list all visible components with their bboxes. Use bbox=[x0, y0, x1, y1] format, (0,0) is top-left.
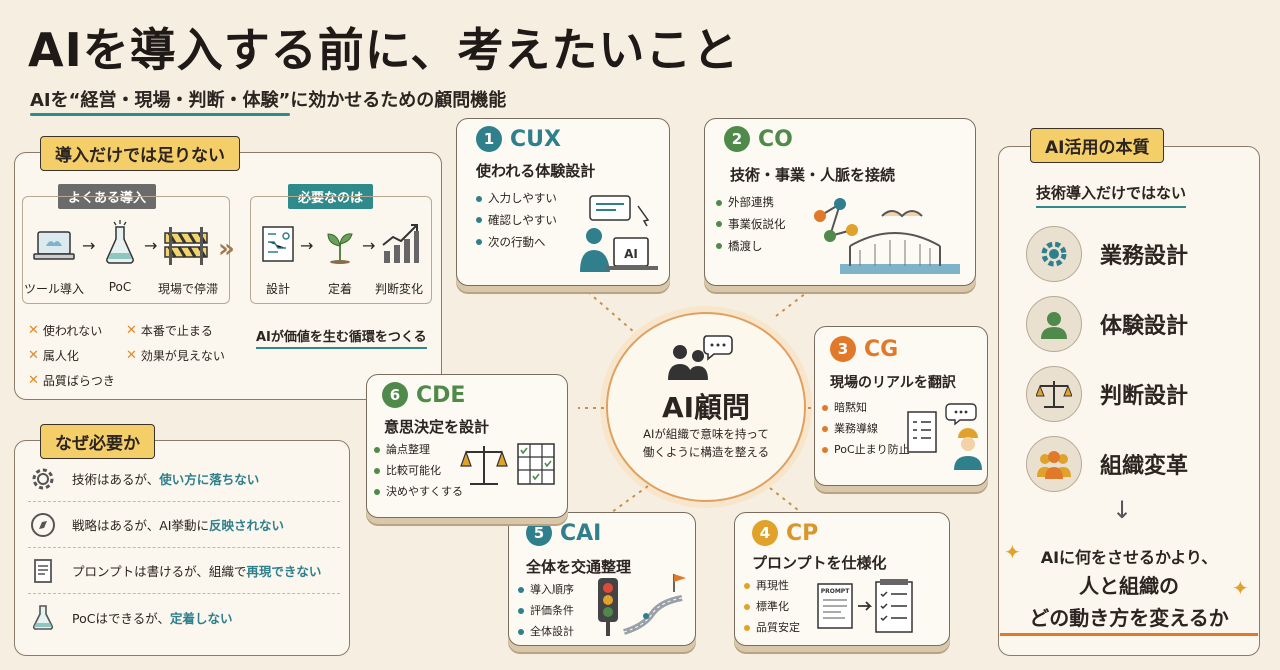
cux-number: 1 bbox=[476, 126, 502, 152]
scale-icon bbox=[1026, 366, 1082, 422]
double-chevron-icon: » bbox=[218, 234, 235, 264]
user-laptop-icon: AI bbox=[576, 192, 662, 280]
cde-bullets: 論点整理 比較可能化 決めやすくする bbox=[374, 440, 463, 503]
arrow-icon: → bbox=[82, 236, 96, 255]
cde-title: 意思決定を設計 bbox=[384, 418, 490, 436]
conclusion-line-1: AIに何をさせるかより、 bbox=[1040, 548, 1218, 567]
arrow-icon: → bbox=[300, 236, 314, 255]
cux-code: CUX bbox=[510, 126, 561, 152]
page-title: AIを導入する前に、考えたいこと bbox=[28, 23, 740, 77]
step-label: 判断変化 bbox=[374, 282, 423, 296]
problem-item: ✕効果が見えない bbox=[126, 348, 225, 363]
flask-icon bbox=[32, 605, 54, 630]
prompt-doc-label: PROMPT bbox=[821, 588, 850, 595]
step-label: PoC bbox=[108, 280, 132, 294]
prompt-checklist-icon: PROMPT bbox=[816, 578, 916, 640]
why-list: 技術はあるが、使い方に落ちない 戦略はあるが、AI挙動に反映されない プロンプト… bbox=[28, 456, 340, 640]
cp-number: 4 bbox=[752, 520, 778, 546]
cp-head: 4 CP bbox=[752, 520, 818, 546]
step-label: ツール導入 bbox=[23, 282, 84, 296]
cai-title: 全体を交通整理 bbox=[526, 558, 632, 576]
cg-head: 3 CG bbox=[830, 336, 898, 362]
co-number: 2 bbox=[724, 126, 750, 152]
document-icon bbox=[34, 558, 52, 583]
common-intro-box bbox=[22, 196, 230, 304]
conclusion-line-3: どの動き方を変えるか bbox=[1000, 602, 1258, 636]
co-bullets: 外部連携 事業仮説化 橋渡し bbox=[716, 192, 786, 258]
cde-head: 6 CDE bbox=[382, 382, 465, 408]
cai-head: 5 CAI bbox=[526, 520, 601, 546]
step-label: 設計 bbox=[265, 282, 290, 296]
essence-item: 判断設計 bbox=[1026, 366, 1188, 422]
gear-icon bbox=[1026, 226, 1082, 282]
cycle-text: AIが価値を生む循環をつくる bbox=[256, 326, 427, 349]
group-icon bbox=[1026, 436, 1082, 492]
why-tag: なぜ必要か bbox=[40, 424, 155, 459]
cux-bullets: 入力しやすい 確認しやすい 次の行動へ bbox=[476, 188, 557, 254]
barrier-icon bbox=[160, 222, 212, 268]
blueprint-icon bbox=[258, 222, 298, 266]
compass-icon bbox=[31, 512, 55, 537]
network-bridge-icon bbox=[800, 186, 970, 286]
insufficient-tag: 導入だけでは足りない bbox=[40, 136, 240, 171]
sparkle-icon: ✦ bbox=[1004, 540, 1021, 564]
cg-number: 3 bbox=[830, 336, 856, 362]
essence-item: 業務設計 bbox=[1026, 226, 1188, 282]
problem-item: ✕本番で止まる bbox=[126, 323, 213, 338]
needed-box bbox=[250, 196, 432, 304]
growth-chart-icon bbox=[378, 220, 422, 266]
step-label: 定着 bbox=[327, 282, 352, 296]
cp-bullets: 再現性 標準化 品質安定 bbox=[744, 576, 800, 639]
co-code: CO bbox=[758, 126, 793, 152]
problem-item: ✕属人化 bbox=[28, 348, 79, 363]
co-title: 技術・事業・人脈を接続 bbox=[730, 166, 896, 184]
cux-head: 1 CUX bbox=[476, 126, 561, 152]
cg-code: CG bbox=[864, 336, 899, 362]
problem-item: ✕使われない bbox=[28, 323, 103, 338]
page-subtitle: AIを“経営・現場・判断・体験”に効かせるための顧問機能 bbox=[30, 90, 507, 111]
cg-title: 現場のリアルを翻訳 bbox=[830, 375, 956, 391]
down-arrow-icon: ↓ bbox=[1112, 496, 1133, 524]
why-row: PoCはできるが、定着しない bbox=[28, 594, 340, 640]
traffic-light-icon bbox=[594, 572, 690, 642]
ai-screen-label: AI bbox=[624, 247, 638, 261]
problem-item: ✕品質ばらつき bbox=[28, 373, 115, 388]
arrow-icon: → bbox=[144, 236, 158, 255]
people-chat-icon bbox=[662, 332, 734, 388]
cde-code: CDE bbox=[416, 382, 466, 408]
why-panel bbox=[14, 440, 350, 656]
arrow-icon: → bbox=[362, 236, 376, 255]
worker-clipboard-icon bbox=[904, 400, 984, 476]
step-label: 現場で停滞 bbox=[157, 282, 218, 296]
center-title: AI顧問 bbox=[661, 391, 751, 424]
subtitle-underline bbox=[30, 113, 290, 116]
cg-bullets: 暗黙知 業務導線 PoC止まり防止 bbox=[822, 398, 910, 461]
cde-number: 6 bbox=[382, 382, 408, 408]
why-row: 技術はあるが、使い方に落ちない bbox=[28, 456, 340, 502]
essence-subtitle: 技術導入だけではない bbox=[1036, 182, 1187, 208]
cp-code: CP bbox=[786, 520, 819, 546]
essence-item: 体験設計 bbox=[1026, 296, 1188, 352]
center-desc-1: AIが組織で意味を持って bbox=[643, 427, 769, 441]
cai-bullets: 導入順序 評価条件 全体設計 bbox=[518, 580, 574, 643]
why-row: プロンプトは書けるが、組織で再現できない bbox=[28, 548, 340, 594]
sparkle-icon: ✦ bbox=[1232, 576, 1249, 600]
essence-tag: AI活用の本質 bbox=[1030, 128, 1165, 163]
cai-code: CAI bbox=[560, 520, 602, 546]
center-desc-2: 働くように構造を整える bbox=[642, 445, 770, 459]
essence-item: 組織変革 bbox=[1026, 436, 1188, 492]
cp-title: プロンプトを仕様化 bbox=[752, 554, 887, 572]
conclusion-line-2: 人と組織の bbox=[1079, 574, 1179, 598]
person-icon bbox=[1026, 296, 1082, 352]
why-row: 戦略はあるが、AI挙動に反映されない bbox=[28, 502, 340, 548]
scale-matrix-icon bbox=[460, 440, 560, 494]
cai-number: 5 bbox=[526, 520, 552, 546]
sprout-icon bbox=[320, 222, 360, 266]
flask-icon bbox=[100, 218, 140, 266]
co-head: 2 CO bbox=[724, 126, 793, 152]
cux-title: 使われる体験設計 bbox=[476, 162, 596, 180]
laptop-icon bbox=[30, 226, 78, 266]
gear-icon bbox=[32, 468, 54, 489]
